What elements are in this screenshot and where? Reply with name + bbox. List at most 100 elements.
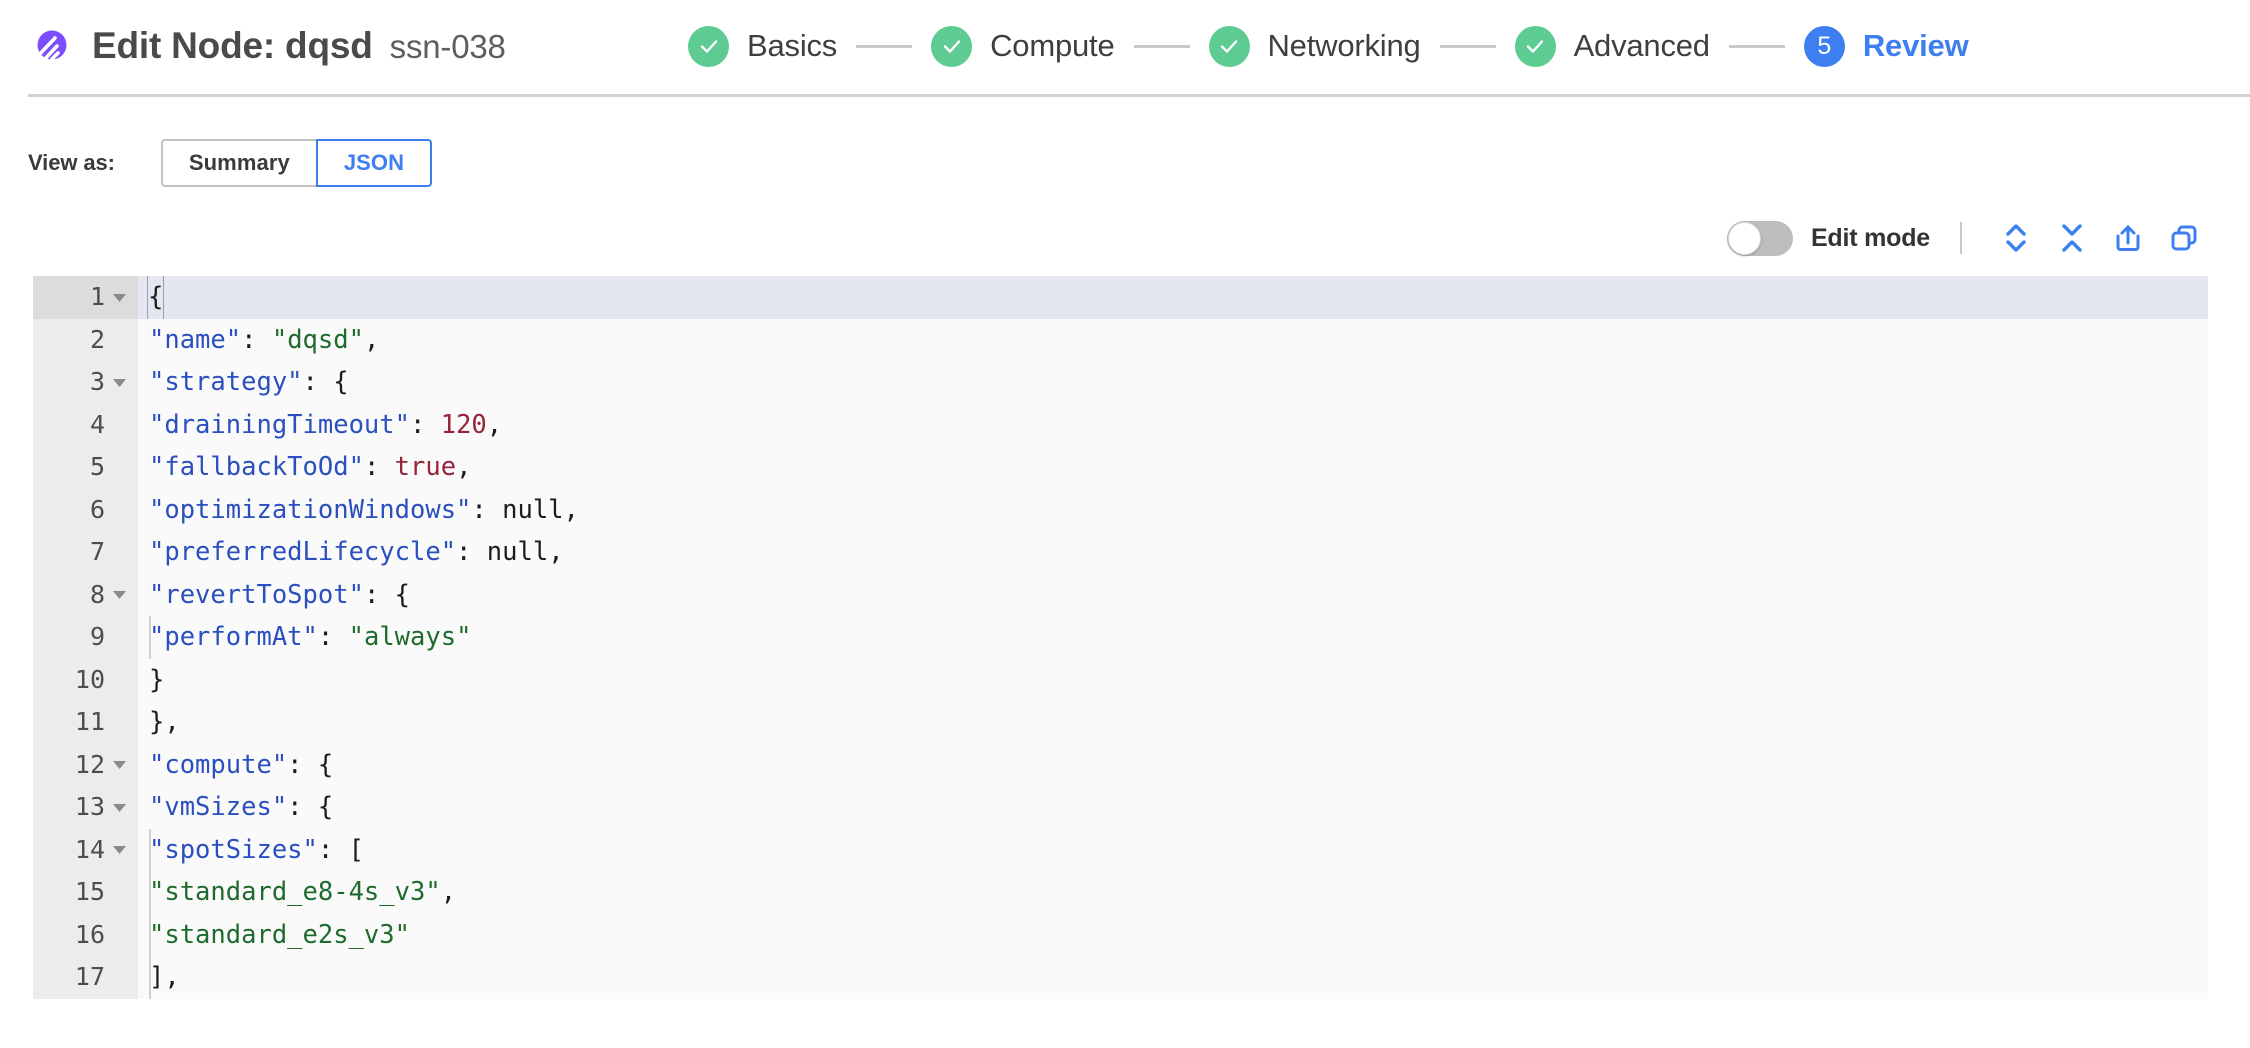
code-text: "standard_e8-4s_v3",: [138, 871, 2208, 914]
stepper-label-basics: Basics: [747, 28, 838, 63]
code-line[interactable]: 13 "vmSizes": {: [33, 786, 2208, 829]
line-number: 14: [33, 828, 138, 871]
code-line[interactable]: 7 "preferredLifecycle": null,: [33, 531, 2208, 574]
code-text: "preferredLifecycle": null,: [138, 531, 2208, 574]
code-text: "name": "dqsd",: [138, 318, 2208, 361]
code-line[interactable]: 8 "revertToSpot": {: [33, 573, 2208, 616]
line-number: 5: [33, 446, 138, 489]
code-line[interactable]: 1{: [33, 276, 2208, 320]
share-export-icon[interactable]: [2100, 217, 2156, 259]
fold-arrow-icon[interactable]: [108, 760, 130, 770]
code-text: },: [138, 701, 2208, 744]
stepper-connector: [1133, 44, 1190, 48]
code-line[interactable]: 12 "compute": {: [33, 743, 2208, 786]
code-line[interactable]: 6 "optimizationWindows": null,: [33, 488, 2208, 531]
step-number-badge: 5: [1803, 25, 1845, 67]
stepper-step-networking[interactable]: Networking: [1208, 25, 1421, 67]
code-line[interactable]: 4 "drainingTimeout": 120,: [33, 403, 2208, 446]
view-as-json-button[interactable]: JSON: [315, 139, 433, 187]
json-code-editor[interactable]: 1{2 "name": "dqsd",3 "strategy": {4 "dra…: [33, 276, 2208, 999]
stepper-label-review: Review: [1862, 28, 1969, 63]
view-as-label: View as:: [28, 150, 115, 175]
fold-arrow-icon[interactable]: [108, 378, 130, 387]
code-line[interactable]: 3 "strategy": {: [33, 361, 2208, 404]
code-line[interactable]: 5 "fallbackToOd": true,: [33, 446, 2208, 489]
page-header: Edit Node: dqsd ssn-038 Basics Compute N…: [0, 0, 2250, 97]
stepper-step-basics[interactable]: Basics: [688, 25, 838, 67]
line-number: 4: [33, 403, 138, 446]
editor-toolbar: Edit mode: [0, 215, 2250, 261]
edit-mode-label: Edit mode: [1810, 223, 1930, 252]
edit-mode-toggle[interactable]: [1726, 220, 1793, 256]
fold-arrow-icon[interactable]: [108, 803, 130, 812]
code-text: "performAt": "always": [138, 616, 2208, 659]
code-line[interactable]: 16 "standard_e2s_v3": [33, 913, 2208, 956]
copy-icon[interactable]: [2156, 217, 2212, 259]
line-number: 2: [33, 318, 138, 361]
collapse-all-icon[interactable]: [2044, 217, 2100, 259]
step-status-check-icon: [688, 25, 729, 67]
code-text: "drainingTimeout": 120,: [138, 403, 2208, 446]
code-text: "standard_e2s_v3": [138, 913, 2208, 956]
code-line[interactable]: 17 ],: [33, 956, 2208, 999]
code-line[interactable]: 9 "performAt": "always": [33, 616, 2208, 659]
node-id-subtitle: ssn-038: [389, 28, 506, 65]
fold-arrow-icon[interactable]: [108, 590, 130, 600]
toggle-knob: [1727, 221, 1761, 255]
stepper-connector: [1439, 44, 1496, 48]
line-number: 8: [33, 573, 138, 616]
code-line[interactable]: 14 "spotSizes": [: [33, 828, 2208, 871]
stepper-step-advanced[interactable]: Advanced: [1514, 25, 1710, 67]
fold-arrow-icon[interactable]: [108, 845, 130, 855]
stepper-label-compute: Compute: [990, 28, 1115, 63]
header-divider: [28, 94, 2250, 97]
wizard-stepper: Basics Compute Networking Advanced: [670, 0, 2250, 92]
code-text: "spotSizes": [: [138, 828, 2208, 871]
stepper-label-advanced: Advanced: [1573, 28, 1710, 63]
header-title-area: Edit Node: dqsd ssn-038: [0, 0, 2250, 92]
code-text: "compute": {: [138, 743, 2208, 786]
code-text: "vmSizes": {: [138, 786, 2208, 829]
line-number: 13: [33, 786, 138, 829]
line-number: 12: [33, 743, 138, 786]
line-number: 1: [33, 276, 138, 319]
view-as-summary-button[interactable]: Summary: [160, 139, 316, 187]
line-number: 16: [33, 913, 138, 956]
line-number: 11: [33, 701, 138, 744]
page-title-block: Edit Node: dqsd ssn-038: [92, 25, 506, 67]
code-line[interactable]: 10 }: [33, 658, 2208, 701]
line-number: 6: [33, 488, 138, 531]
fold-arrow-icon[interactable]: [108, 293, 130, 302]
stepper-step-compute[interactable]: Compute: [931, 25, 1115, 67]
code-text: ],: [138, 956, 2208, 999]
code-line[interactable]: 15 "standard_e8-4s_v3",: [33, 871, 2208, 914]
line-number: 17: [33, 956, 138, 999]
code-text: "fallbackToOd": true,: [138, 446, 2208, 489]
stepper-connector: [856, 44, 913, 48]
spot-logo-icon: [28, 25, 70, 67]
code-text: {: [138, 276, 2208, 320]
page-title: Edit Node: dqsd: [92, 25, 373, 66]
view-as-segmented-control[interactable]: Summary JSON: [160, 139, 433, 187]
code-text: "optimizationWindows": null,: [138, 488, 2208, 531]
step-number: 5: [1817, 31, 1832, 60]
code-text: "revertToSpot": {: [138, 573, 2208, 616]
stepper-step-review[interactable]: 5 Review: [1803, 25, 1969, 67]
stepper-label-networking: Networking: [1267, 28, 1421, 63]
code-line[interactable]: 2 "name": "dqsd",: [33, 318, 2208, 361]
line-number: 3: [33, 361, 138, 404]
code-text: }: [138, 658, 2208, 701]
code-text: "strategy": {: [138, 361, 2208, 404]
expand-all-icon[interactable]: [1988, 217, 2044, 259]
line-number: 9: [33, 616, 138, 659]
step-status-check-icon: [1514, 25, 1556, 67]
line-number: 7: [33, 531, 138, 574]
line-number: 15: [33, 871, 138, 914]
stepper-connector: [1728, 44, 1785, 48]
step-status-check-icon: [931, 25, 973, 67]
view-as-row: View as: Summary JSON: [0, 139, 2250, 187]
line-number: 10: [33, 658, 138, 701]
step-status-check-icon: [1208, 25, 1250, 67]
toolbar-divider: [1960, 222, 1962, 254]
code-line[interactable]: 11 },: [33, 701, 2208, 744]
